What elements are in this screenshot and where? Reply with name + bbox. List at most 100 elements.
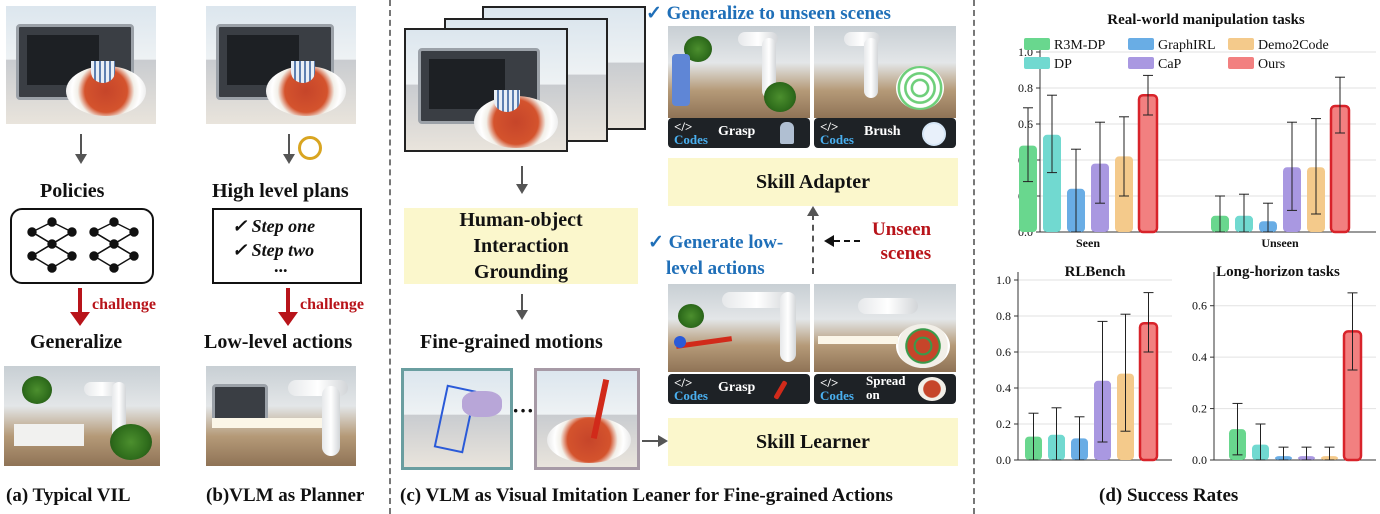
codes-label: Codes bbox=[674, 388, 708, 403]
code-skill-grasp-bottom: </> Codes Grasp bbox=[668, 374, 810, 404]
ellipsis-dots: ··· bbox=[512, 398, 535, 423]
hoi-grounding-box: Human-object Interaction Grounding bbox=[404, 208, 638, 284]
pasta-plate-icon bbox=[918, 377, 946, 401]
down-arrow bbox=[283, 134, 295, 164]
y-tick-label: 0.6 bbox=[1192, 299, 1207, 313]
panel-a-caption: (a) Typical VIL bbox=[6, 485, 131, 506]
unseen-line-2: scenes bbox=[880, 243, 932, 264]
plan-step-1: ✓ Step one bbox=[232, 216, 316, 236]
legend-label: GraphIRL bbox=[1158, 38, 1216, 53]
code-skill-spread-bottom: </> Codes Spread on bbox=[814, 374, 956, 404]
separator-line bbox=[389, 0, 391, 514]
success-rate-charts: Real-world manipulation tasks 0.0 0.2 0.4 0.… bbox=[996, 12, 1376, 467]
plan-steps-box bbox=[212, 208, 362, 284]
plan-step-1-text: Step one bbox=[251, 216, 316, 236]
generalize-unseen-title: ✓ Generalize to unseen scenes bbox=[646, 3, 891, 24]
panel-b-caption: (b)VLM as Planner bbox=[206, 485, 365, 506]
dashed-left-arrow bbox=[834, 240, 860, 242]
bar-r3m-dp bbox=[1019, 145, 1037, 232]
category-label: Unseen bbox=[1261, 236, 1299, 250]
legend-label: R3M-DP bbox=[1054, 38, 1106, 53]
y-tick-label: 0.0 bbox=[996, 453, 1011, 467]
dashed-up-arrow-head bbox=[807, 206, 819, 216]
unseen-line-1: Unseen bbox=[872, 219, 932, 240]
y-tick-label: 0.8 bbox=[996, 309, 1011, 323]
generalize-label: Generalize bbox=[30, 331, 123, 353]
chart-title: Real-world manipulation tasks bbox=[1107, 12, 1305, 28]
legend-swatch bbox=[1228, 38, 1254, 50]
panel-a-photo-microwave bbox=[6, 6, 156, 124]
hoi-grounding-label: Human-object Interaction Grounding bbox=[459, 209, 583, 283]
code-skill-brush-top: </> Codes Brush bbox=[814, 118, 956, 148]
y-tick-label: 0.6 bbox=[996, 345, 1011, 359]
policy-network-box bbox=[10, 208, 154, 284]
neural-network-icon bbox=[27, 217, 139, 273]
motion-frame-1 bbox=[401, 368, 513, 470]
legend-label: CaP bbox=[1158, 57, 1182, 72]
down-arrow bbox=[516, 294, 528, 320]
legend-swatch bbox=[1024, 38, 1050, 50]
adapter-photo-brush bbox=[814, 26, 956, 118]
chart-title: RLBench bbox=[1065, 264, 1127, 280]
panel-c-caption: (c) VLM as Visual Imitation Leaner for F… bbox=[400, 485, 893, 506]
plan-step-2: ✓ Step two bbox=[232, 240, 315, 260]
generate-low-level-title: ✓ Generate low- level actions bbox=[648, 230, 783, 282]
panel-d-caption: (d) Success Rates bbox=[1099, 485, 1239, 506]
chart-rlbench: RLBench 0.0 0.2 0.4 0.6 0.8 1.0 bbox=[996, 264, 1172, 467]
y-tick-label: 0.0 bbox=[1192, 453, 1207, 467]
y-tick-label: 0.8 bbox=[1018, 81, 1033, 95]
down-arrow bbox=[516, 166, 528, 194]
code-icon: </> bbox=[820, 375, 839, 390]
bar-dp bbox=[1043, 134, 1061, 232]
right-arrow bbox=[642, 440, 660, 442]
challenge-label: challenge bbox=[92, 296, 156, 313]
skill-name-spread-on: Spread on bbox=[866, 373, 906, 402]
legend-label: Demo2Code bbox=[1258, 38, 1329, 53]
generate-line-1: Generate low- bbox=[668, 232, 784, 253]
policies-label: Policies bbox=[40, 180, 105, 202]
panel-b-photo-robot bbox=[206, 366, 356, 466]
magnifier-icon bbox=[922, 122, 946, 146]
legend-swatch bbox=[1128, 57, 1154, 69]
codes-label: Codes bbox=[820, 132, 854, 147]
bar-ours bbox=[1137, 93, 1159, 234]
down-arrow bbox=[75, 134, 87, 164]
code-icon: </> bbox=[674, 119, 693, 134]
y-tick-label: 0.4 bbox=[996, 381, 1011, 395]
skill-learner-label: Skill Learner bbox=[756, 430, 870, 453]
skill-name-brush: Brush bbox=[864, 124, 901, 139]
fine-grained-motions-label: Fine-grained motions bbox=[420, 331, 603, 353]
learner-photo-spread bbox=[814, 284, 956, 372]
separator-line bbox=[973, 0, 975, 514]
skill-adapter-label: Skill Adapter bbox=[756, 170, 870, 193]
codes-label: Codes bbox=[674, 132, 708, 147]
legend-swatch bbox=[1024, 57, 1050, 69]
y-tick-label: 0.6 bbox=[1018, 117, 1033, 131]
chart-real-world: Real-world manipulation tasks0.00.20.40.… bbox=[1018, 12, 1376, 250]
plan-step-3: ... bbox=[274, 256, 288, 276]
y-tick-label: 0.2 bbox=[1192, 402, 1207, 416]
legend-label: DP bbox=[1054, 57, 1072, 72]
motion-frame-2 bbox=[534, 368, 640, 470]
plan-step-2-text: Step two bbox=[251, 240, 315, 260]
y-tick-label: 0.2 bbox=[996, 417, 1011, 431]
legend-label: Ours bbox=[1258, 57, 1285, 72]
dashed-left-arrow-head bbox=[824, 235, 834, 247]
legend-swatch bbox=[1228, 57, 1254, 69]
code-icon: </> bbox=[820, 119, 839, 134]
generate-line-2: level actions bbox=[666, 258, 765, 279]
chatgpt-logo-icon bbox=[298, 136, 322, 160]
code-skill-grasp-top: </> Codes Grasp bbox=[668, 118, 810, 148]
learner-photo-grasp bbox=[668, 284, 810, 372]
y-tick-label: 1.0 bbox=[996, 273, 1011, 287]
panel-a-photo-robot bbox=[4, 366, 160, 466]
unseen-scenes-label: Unseen scenes bbox=[872, 218, 931, 266]
red-challenge-arrow bbox=[70, 288, 90, 326]
y-tick-label: 0.4 bbox=[1192, 350, 1207, 364]
legend-swatch bbox=[1128, 38, 1154, 50]
skill-learner-box: Skill Learner bbox=[668, 418, 958, 466]
right-arrow-head bbox=[658, 435, 668, 447]
code-icon: </> bbox=[674, 375, 693, 390]
